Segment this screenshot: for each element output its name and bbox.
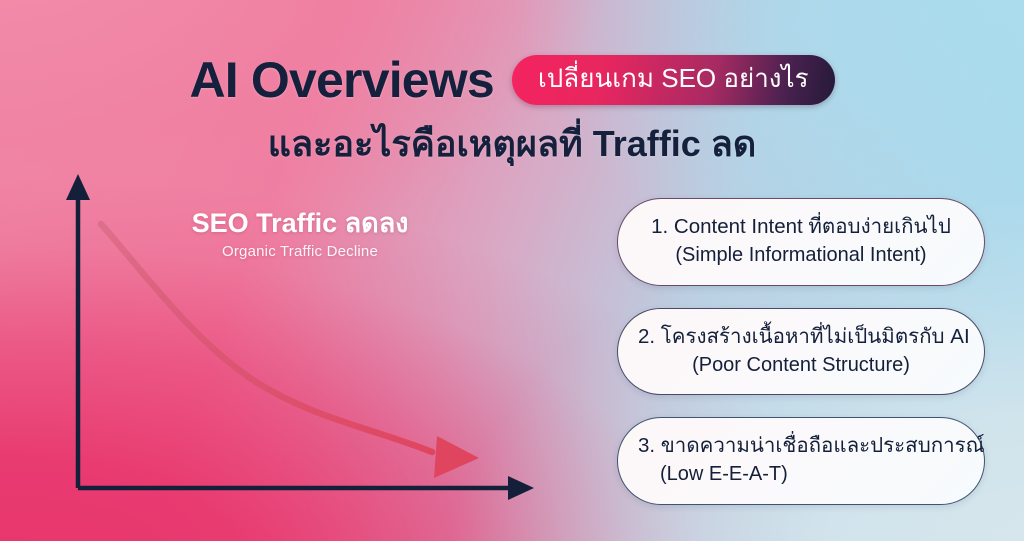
- title-row: AI Overviews เปลี่ยนเกม SEO อย่างไร: [0, 48, 1024, 112]
- page-subtitle: และอะไรคือเหตุผลที่ Traffic ลด: [267, 123, 757, 164]
- page-title: AI Overviews: [189, 52, 494, 108]
- chart-svg: [66, 174, 534, 500]
- headline-badge: เปลี่ยนเกม SEO อย่างไร: [511, 55, 835, 105]
- x-axis-arrowhead-icon: [508, 476, 534, 500]
- reason-card-3-english: (Low E-E-A-T): [660, 463, 788, 486]
- traffic-decline-chart: SEO Traffic ลดลง Organic Traffic Decline: [0, 160, 600, 541]
- traffic-decline-curve: [97, 220, 436, 456]
- reason-card-1-english: (Simple Informational Intent): [675, 244, 927, 267]
- reason-card-3-thai: 3. ขาดความน่าเชื่อถือและประสบการณ์: [638, 434, 985, 457]
- reason-card-3: 3. ขาดความน่าเชื่อถือและประสบการณ์ (Low …: [617, 417, 985, 505]
- reason-card-1-thai: 1. Content Intent ที่ตอบง่ายเกินไป: [651, 215, 951, 238]
- header: AI Overviews เปลี่ยนเกม SEO อย่างไร และอ…: [0, 48, 1024, 165]
- y-axis-arrowhead-icon: [66, 174, 90, 200]
- reason-card-list: 1. Content Intent ที่ตอบง่ายเกินไป (Simp…: [617, 198, 985, 527]
- reason-card-1: 1. Content Intent ที่ตอบง่ายเกินไป (Simp…: [617, 198, 985, 286]
- reason-card-2-thai: 2. โครงสร้างเนื้อหาที่ไม่เป็นมิตรกับ AI: [638, 324, 970, 348]
- reason-card-2: 2. โครงสร้างเนื้อหาที่ไม่เป็นมิตรกับ AI …: [617, 307, 985, 395]
- curve-arrowhead-icon: [434, 436, 479, 478]
- reason-card-2-english: (Poor Content Structure): [692, 353, 910, 376]
